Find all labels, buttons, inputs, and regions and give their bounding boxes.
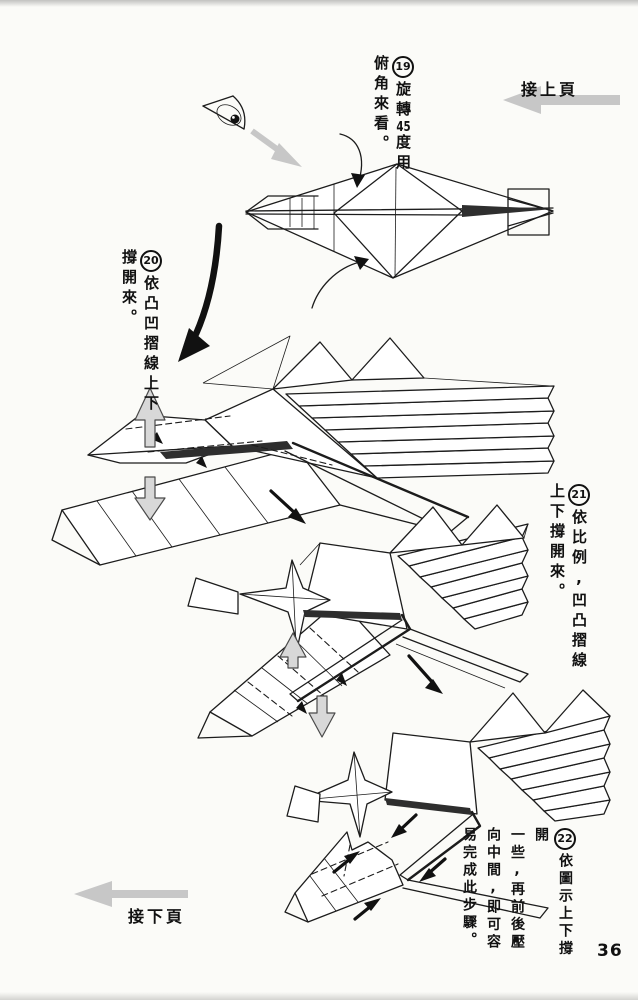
step-20-line-1: 依凸凹摺線上下 (142, 275, 160, 415)
step-22-line-4: 易完成此步驟。 (461, 827, 477, 950)
press-arrow-icon (353, 898, 381, 921)
page-number: 36 (597, 941, 623, 961)
page-bottom-edge (0, 992, 638, 1000)
step-21-instruction: 21 依比例,凹凸摺線 上下撐開來。 (546, 483, 590, 685)
step-21-line-2: 上下撐開來。 (548, 483, 566, 603)
step-19-line-1-number: 45 (396, 121, 411, 134)
step-21-line-1: 依比例,凹凸摺線 (570, 509, 588, 672)
step-20-line-2: 撐開來。 (120, 249, 138, 329)
step-22-line-1: 依圖示上下撐開 (533, 827, 573, 958)
eye-view-icon (202, 95, 302, 167)
step-22-instruction: 22依圖示上下撐開 一些,再前後壓 向中間,即可容 易完成此步驟。 (457, 827, 577, 975)
step-pointer-arrow-icon (178, 222, 223, 362)
origami-figure-step21 (187, 504, 529, 739)
step-19-instruction: 19 旋轉45度用 俯角來看。 (370, 55, 414, 205)
press-arrow-icon (332, 851, 360, 874)
rotation-arrow-top-icon (339, 133, 365, 188)
next-page-arrow-icon (74, 881, 188, 907)
press-arrow-icon (391, 813, 418, 838)
step-19-badge: 19 (392, 56, 414, 78)
rotation-arrow-bottom-icon (311, 256, 369, 309)
page-top-edge (0, 0, 638, 7)
origami-top-view (245, 133, 554, 309)
spread-up-arrow-icon (279, 632, 307, 669)
next-step-arrow-2-icon (407, 654, 443, 694)
step-21-badge: 21 (568, 484, 590, 506)
step-22-line-2: 一些,再前後壓 (509, 827, 525, 952)
step-22-badge: 22 (554, 828, 576, 850)
step-19-line-1a: 旋轉 (394, 81, 412, 121)
spread-down-arrow-icon (308, 695, 336, 738)
step-22-line-3: 向中間,即可容 (485, 827, 501, 952)
next-step-arrow-1-icon (269, 489, 306, 524)
press-arrow-icon (419, 857, 447, 882)
step-20-badge: 20 (140, 250, 162, 272)
step-19-line-2: 俯角來看。 (372, 55, 390, 155)
prev-page-arrow-icon (503, 86, 620, 114)
spread-down-arrow-icon (134, 476, 166, 521)
step-19-line-1b: 度用 (394, 134, 412, 174)
next-page-label: 接下頁 (128, 907, 186, 926)
origami-figure-step20 (51, 335, 555, 566)
view-direction-arrow-icon (250, 128, 302, 167)
step-20-instruction: 20 依凸凹摺線上下 撐開來。 (118, 249, 162, 427)
spread-up-arrow-icon (134, 387, 166, 448)
origami-figure-step22 (284, 689, 611, 923)
prev-page-label: 接上頁 (521, 80, 579, 99)
